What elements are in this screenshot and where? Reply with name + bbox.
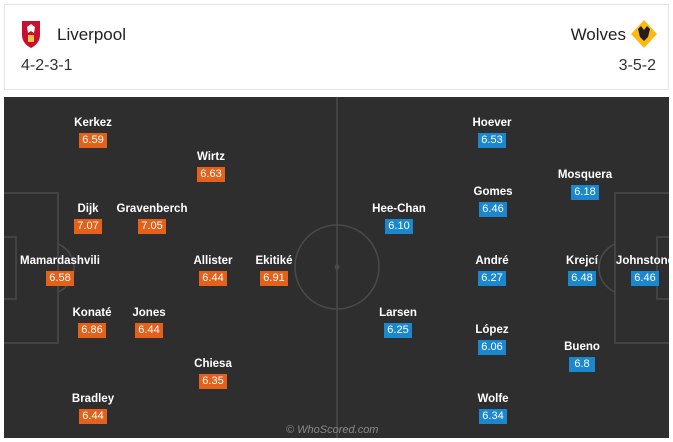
rating-badge: 6.35 xyxy=(199,374,227,389)
home-player-konate[interactable]: Konaté 6.86 xyxy=(72,307,112,338)
wolves-crest-icon xyxy=(631,20,657,48)
liverpool-crest-icon xyxy=(22,21,40,48)
rating-badge: 6.59 xyxy=(79,133,107,148)
whoscored-watermark: © WhoScored.com xyxy=(286,424,379,436)
home-formation: 4-2-3-1 xyxy=(21,57,73,74)
away-player-wolfe[interactable]: Wolfe 6.34 xyxy=(477,393,509,424)
match-header: Liverpool 4-2-3-1 Wolves 3-5-2 xyxy=(4,4,669,90)
home-team-name[interactable]: Liverpool xyxy=(57,25,126,44)
pitch: Kerkez 6.59 Wirtz 6.63 Dijk 7.07 Gravenb… xyxy=(4,97,669,438)
rating-badge: 7.05 xyxy=(138,219,166,234)
home-player-kerkez[interactable]: Kerkez 6.59 xyxy=(74,117,112,148)
rating-badge: 6.91 xyxy=(260,271,288,286)
rating-badge: 6.8 xyxy=(569,357,595,372)
away-player-larsen[interactable]: Larsen 6.25 xyxy=(379,307,417,338)
home-player-bradley[interactable]: Bradley 6.44 xyxy=(71,393,115,424)
pitch-markings xyxy=(4,97,669,438)
away-formation: 3-5-2 xyxy=(618,57,656,74)
away-player-mosquera[interactable]: Mosquera 6.18 xyxy=(557,169,613,200)
rating-badge: 6.48 xyxy=(568,271,596,286)
home-player-dijk[interactable]: Dijk 7.07 xyxy=(38,202,138,234)
rating-badge: 6.86 xyxy=(78,323,106,338)
rating-badge: 6.06 xyxy=(478,340,506,355)
rating-badge: 6.10 xyxy=(385,219,413,234)
rating-badge: 6.46 xyxy=(479,202,507,217)
away-player-gomes[interactable]: Gomes 6.46 xyxy=(473,186,513,217)
rating-badge: 7.07 xyxy=(74,219,102,234)
home-player-gravenberch[interactable]: Gravenberch 7.05 xyxy=(116,203,188,234)
away-team-name[interactable]: Wolves xyxy=(570,25,626,44)
rating-badge: 6.25 xyxy=(384,323,412,338)
rating-badge: 6.58 xyxy=(46,271,74,286)
away-player-hee-chan[interactable]: Hee-Chan 6.10 xyxy=(372,203,426,234)
away-player-bueno[interactable]: Bueno 6.8 xyxy=(564,341,600,372)
away-player-johnstone[interactable]: Johnstone 6.46 xyxy=(615,255,669,286)
home-player-mamardashvili[interactable]: Mamardashvili 6.58 xyxy=(20,255,100,286)
away-player-lopez[interactable]: López 6.06 xyxy=(475,324,509,355)
rating-badge: 6.18 xyxy=(571,185,599,200)
rating-badge: 6.46 xyxy=(631,271,659,286)
home-player-wirtz[interactable]: Wirtz 6.63 xyxy=(196,151,225,182)
rating-badge: 6.53 xyxy=(478,133,506,148)
home-player-chiesa[interactable]: Chiesa 6.35 xyxy=(194,358,232,389)
rating-badge: 6.63 xyxy=(197,167,225,182)
rating-badge: 6.44 xyxy=(135,323,163,338)
rating-badge: 6.27 xyxy=(478,271,506,286)
home-player-allister[interactable]: Allister 6.44 xyxy=(193,255,233,286)
away-player-krejci[interactable]: Krejcí 6.48 xyxy=(566,255,598,286)
home-player-ekitike[interactable]: Ekitiké 6.91 xyxy=(255,255,293,286)
rating-badge: 6.44 xyxy=(79,409,107,424)
rating-badge: 6.44 xyxy=(199,271,227,286)
home-player-jones[interactable]: Jones 6.44 xyxy=(132,307,166,338)
away-player-andre[interactable]: André 6.27 xyxy=(475,255,509,286)
away-player-hoever[interactable]: Hoever 6.53 xyxy=(472,117,512,148)
rating-badge: 6.34 xyxy=(479,409,507,424)
